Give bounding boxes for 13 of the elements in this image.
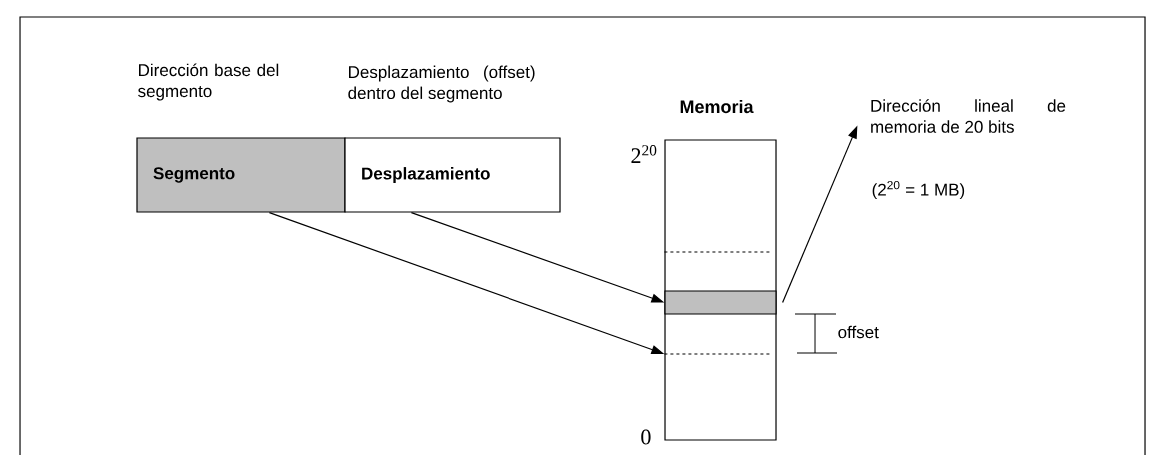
node-label: Memoria — [680, 99, 754, 114]
axis-label: 0 — [641, 429, 651, 445]
note-text: (2$^{20}$ = 1 MB) — [872, 180, 965, 200]
memory-column: Memoria — [663, 99, 777, 441]
axis-label: 2$^{20}$ — [631, 145, 657, 163]
register-box: Desplazamiento — [344, 137, 561, 213]
description-text: Dirección lineal de memoria de 20 bits — [871, 99, 1066, 133]
memory-band — [664, 290, 777, 315]
caption-text: Dirección base del segmento — [138, 63, 279, 101]
register-box: Segmento — [136, 137, 346, 213]
dashed-line — [663, 353, 772, 355]
caption-text: Desplazamiento (offset) dentro del segmento — [348, 65, 535, 103]
dimension-label: offset — [838, 325, 879, 339]
